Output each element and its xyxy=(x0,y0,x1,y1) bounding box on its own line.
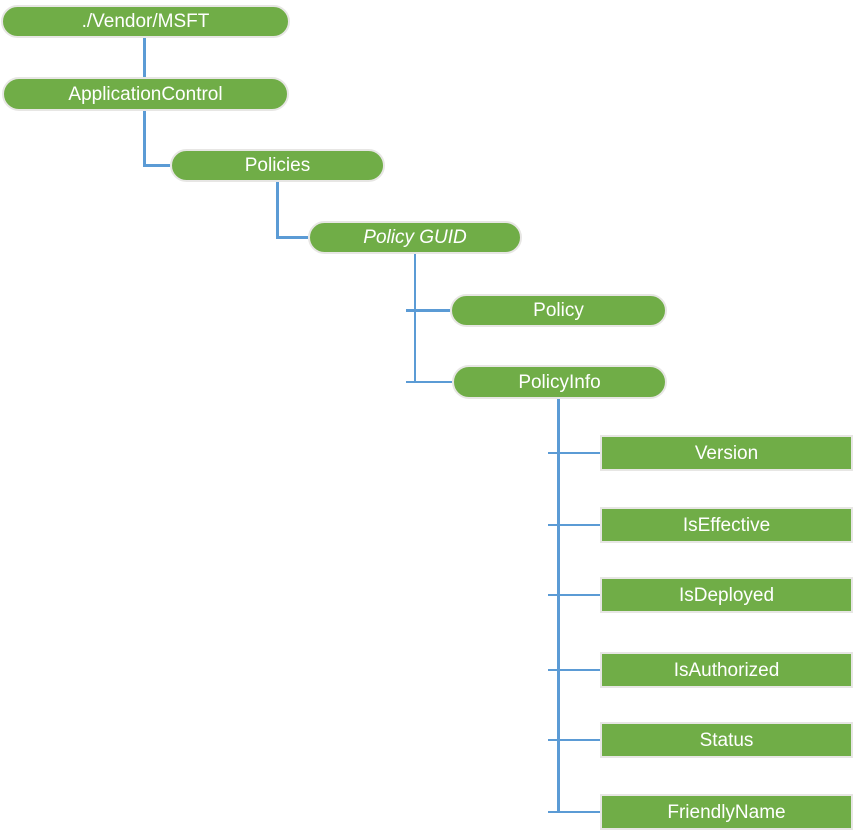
node-is-effective-label: IsEffective xyxy=(682,514,771,536)
node-vendor-msft: ./Vendor/MSFT xyxy=(1,5,290,38)
node-policy-info-label: PolicyInfo xyxy=(518,371,601,393)
node-policy: Policy xyxy=(450,294,667,327)
connector-applicationcontrol-to-policies-horizontal xyxy=(143,164,170,167)
node-application-control: ApplicationControl xyxy=(2,77,289,111)
node-status: Status xyxy=(600,722,853,758)
node-vendor-msft-label: ./Vendor/MSFT xyxy=(81,11,210,32)
connector-policyinfo-to-friendlyname xyxy=(548,810,600,814)
node-policy-info: PolicyInfo xyxy=(452,365,667,399)
node-is-deployed-label: IsDeployed xyxy=(678,584,775,606)
connector-policyinfo-to-isdeployed xyxy=(548,593,600,597)
node-policies: Policies xyxy=(170,149,385,182)
connector-policyinfo-to-iseffective xyxy=(548,523,600,527)
connector-policyinfo-to-status xyxy=(548,738,600,742)
node-is-effective: IsEffective xyxy=(600,507,853,543)
connector-policies-to-policyguid-horizontal xyxy=(276,236,308,239)
connector-policyguid-trunk xyxy=(413,254,417,384)
node-friendly-name-label: FriendlyName xyxy=(667,801,786,823)
node-is-deployed: IsDeployed xyxy=(600,577,853,613)
node-friendly-name: FriendlyName xyxy=(600,794,853,830)
connector-root-to-applicationcontrol xyxy=(143,38,146,77)
connector-policyinfo-trunk xyxy=(557,399,560,814)
node-version-label: Version xyxy=(694,442,759,464)
node-policies-label: Policies xyxy=(244,155,311,176)
node-policy-guid-label: Policy GUID xyxy=(363,227,467,248)
node-status-label: Status xyxy=(699,729,754,751)
node-is-authorized: IsAuthorized xyxy=(600,652,853,688)
connector-applicationcontrol-to-policies-vertical xyxy=(143,111,146,167)
node-version: Version xyxy=(600,435,853,471)
connector-policyguid-to-policy xyxy=(406,309,450,312)
node-is-authorized-label: IsAuthorized xyxy=(673,659,780,681)
node-policy-label: Policy xyxy=(533,300,584,321)
node-policy-guid: Policy GUID xyxy=(308,221,522,254)
node-application-control-label: ApplicationControl xyxy=(68,83,223,105)
connector-policyinfo-to-version xyxy=(548,451,600,455)
connector-policyguid-to-policyinfo xyxy=(406,380,452,384)
connector-policies-to-policyguid-vertical xyxy=(276,182,279,239)
connector-policyinfo-to-isauthorized xyxy=(548,668,600,672)
